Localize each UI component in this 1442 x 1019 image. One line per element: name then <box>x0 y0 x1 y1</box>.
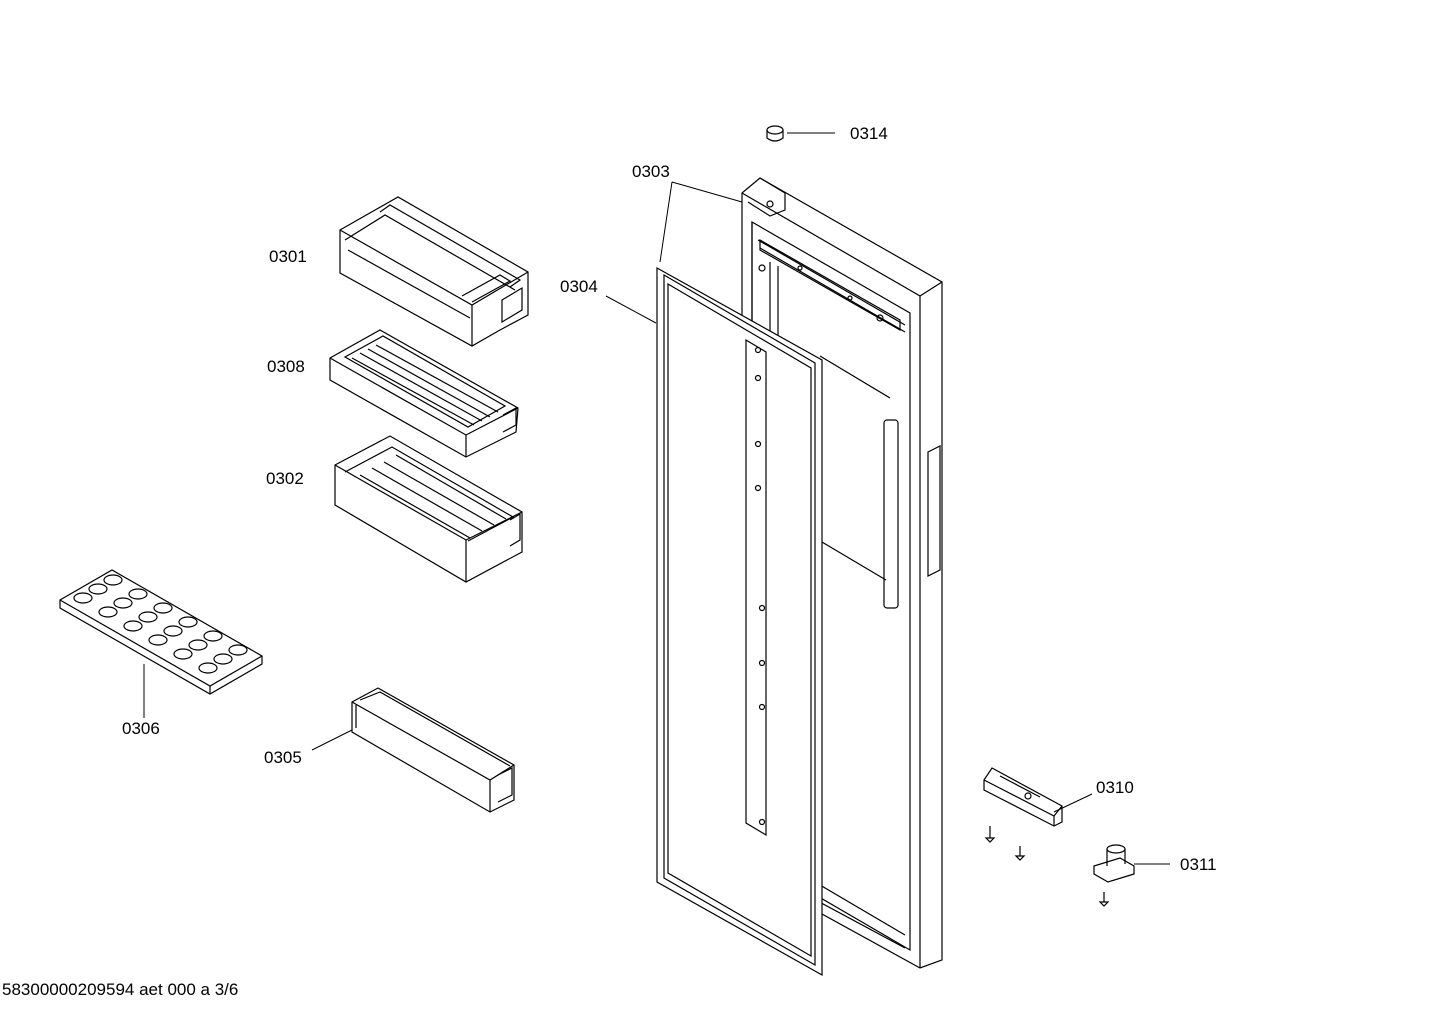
callout-0304: 0304 <box>560 277 598 296</box>
callout-0305: 0305 <box>264 748 302 767</box>
leader-0303 <box>659 181 743 263</box>
door-seal-gasket <box>656 266 823 977</box>
screw-icon <box>1098 892 1110 907</box>
screw-icon <box>984 826 996 843</box>
screw-icon <box>1014 846 1026 861</box>
lower-hinge-bracket <box>983 767 1063 827</box>
callout-0310: 0310 <box>1096 778 1134 797</box>
callout-0303: 0303 <box>632 162 670 181</box>
leader-0310 <box>1053 793 1093 813</box>
leader-0305 <box>311 729 353 751</box>
door-shelf-with-lid <box>339 196 529 347</box>
egg-tray <box>59 569 263 695</box>
leader-0304 <box>605 295 657 324</box>
drawing-number-footer: 58300000209594 aet 000 a 3/6 <box>2 980 239 999</box>
callout-0311: 0311 <box>1180 855 1217 874</box>
callout-0308: 0308 <box>267 357 305 376</box>
callout-0301: 0301 <box>269 247 307 266</box>
callout-0302: 0302 <box>266 469 304 488</box>
door-shelf-tray <box>329 329 519 458</box>
hinge-pin <box>1093 844 1135 883</box>
callout-0306: 0306 <box>122 719 160 738</box>
hinge-cover-cap <box>766 125 784 142</box>
callout-0314: 0314 <box>850 124 888 143</box>
bottle-shelf <box>351 687 515 813</box>
door-shelf-deep <box>334 435 523 583</box>
